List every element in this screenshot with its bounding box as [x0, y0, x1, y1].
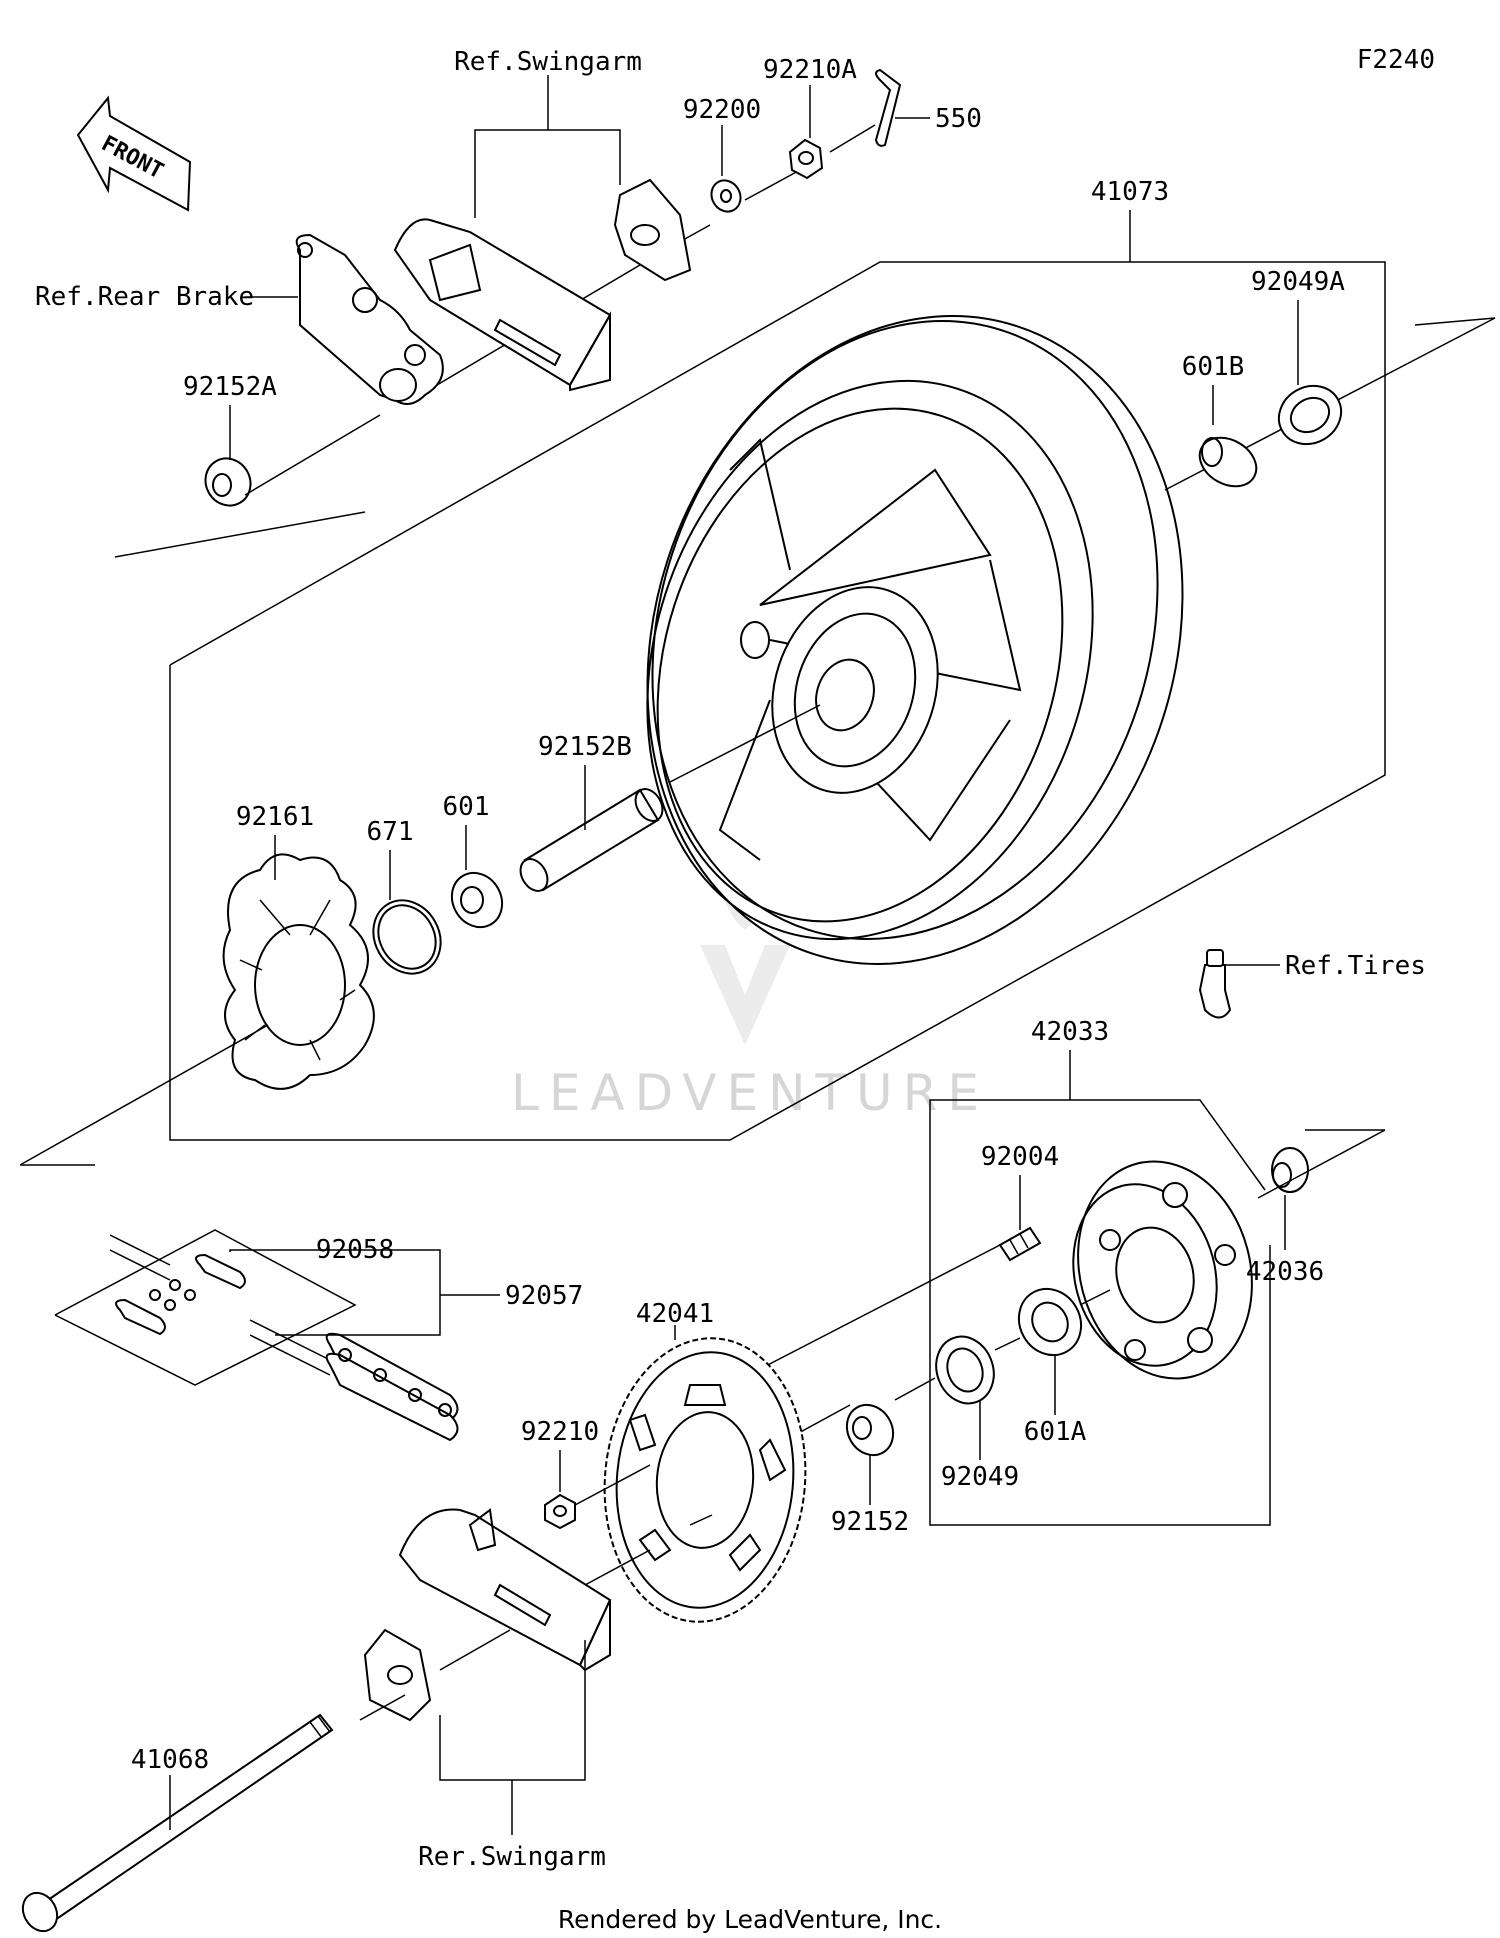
callout-92049A: 92049A [1251, 267, 1345, 297]
swingarm-bottom-icon [398, 1508, 612, 1672]
connecting-link-92058-icon [115, 1253, 246, 1336]
collar-42036-icon [1271, 1147, 1309, 1193]
nut-92210-icon [544, 1493, 576, 1530]
figure-code: F2240 [1357, 45, 1435, 75]
washer-92200-icon [710, 179, 742, 213]
callout-92161: 92161 [236, 802, 314, 832]
collar-92152-icon [845, 1403, 895, 1457]
front-arrow-icon: FRONT [76, 95, 192, 212]
callout-42041: 42041 [636, 1299, 714, 1329]
damper-92161-icon [222, 853, 375, 1090]
callout-92049: 92049 [941, 1462, 1019, 1492]
o-ring-671-icon [372, 899, 442, 975]
hub-assembly-frame [929, 1050, 1271, 1526]
callout-92058: 92058 [316, 1235, 394, 1265]
footer-credit: Rendered by LeadVenture, Inc. [558, 1905, 942, 1934]
watermark-text: LEADVENTURE [511, 1064, 989, 1122]
bearing-601-icon [450, 871, 504, 929]
bearing-601B-icon [1198, 436, 1258, 488]
adjuster-plate-bottom-icon [363, 1628, 432, 1722]
callout-550: 550 [935, 104, 982, 134]
callout-42033: 42033 [1031, 1017, 1109, 1047]
callout-41068: 41068 [131, 1745, 209, 1775]
callout-42036: 42036 [1246, 1257, 1324, 1287]
callout-601B: 601B [1182, 352, 1245, 382]
valve-stem-icon [1198, 949, 1232, 1019]
chain-link-kit-frame [54, 1229, 357, 1386]
castle-nut-92210A-icon [788, 138, 824, 180]
sprocket-42041-icon [603, 1337, 807, 1623]
callout-92152: 92152 [831, 1507, 909, 1537]
seal-92049-icon [935, 1335, 995, 1405]
callout-671: 671 [367, 817, 414, 847]
adjuster-plate-top-icon [613, 178, 692, 282]
axle-41068-icon [21, 1713, 334, 1933]
watermark: LEADVENTURE [511, 840, 989, 1122]
wheel-assembly-frame [169, 210, 1386, 1141]
swingarm-top-icon [393, 218, 612, 392]
callout-601A: 601A [1024, 1417, 1087, 1447]
callout-92200: 92200 [683, 95, 761, 125]
rear-brake-bracket-icon [295, 233, 444, 405]
callout-ref-tires: Ref.Tires [1285, 951, 1426, 981]
callout-92057: 92057 [505, 1281, 583, 1311]
stud-92004-icon [998, 1226, 1042, 1262]
bearing-601A-icon [1017, 1287, 1083, 1357]
callout-601: 601 [443, 792, 490, 822]
callout-92210A: 92210A [763, 55, 857, 85]
collar-92152A-icon [204, 457, 252, 507]
callout-ref-rear-brake: Ref.Rear Brake [35, 282, 254, 312]
callout-92210: 92210 [521, 1417, 599, 1447]
seal-92049A-icon [1277, 384, 1343, 446]
callout-92152A: 92152A [183, 372, 277, 402]
callout-92152B: 92152B [538, 732, 632, 762]
callout-41073: 41073 [1091, 177, 1169, 207]
chain-92057-icon [109, 1234, 459, 1442]
rear-wheel-icon [646, 315, 1184, 965]
sprocket-hub-42033-icon [1072, 1160, 1253, 1380]
callout-rer-swingarm: Rer.Swingarm [418, 1842, 606, 1872]
cotter-pin-550-icon [874, 68, 902, 147]
spacer-92152B-icon [519, 788, 664, 892]
callout-ref-swingarm: Ref.Swingarm [454, 47, 642, 77]
callout-92004: 92004 [981, 1142, 1059, 1172]
